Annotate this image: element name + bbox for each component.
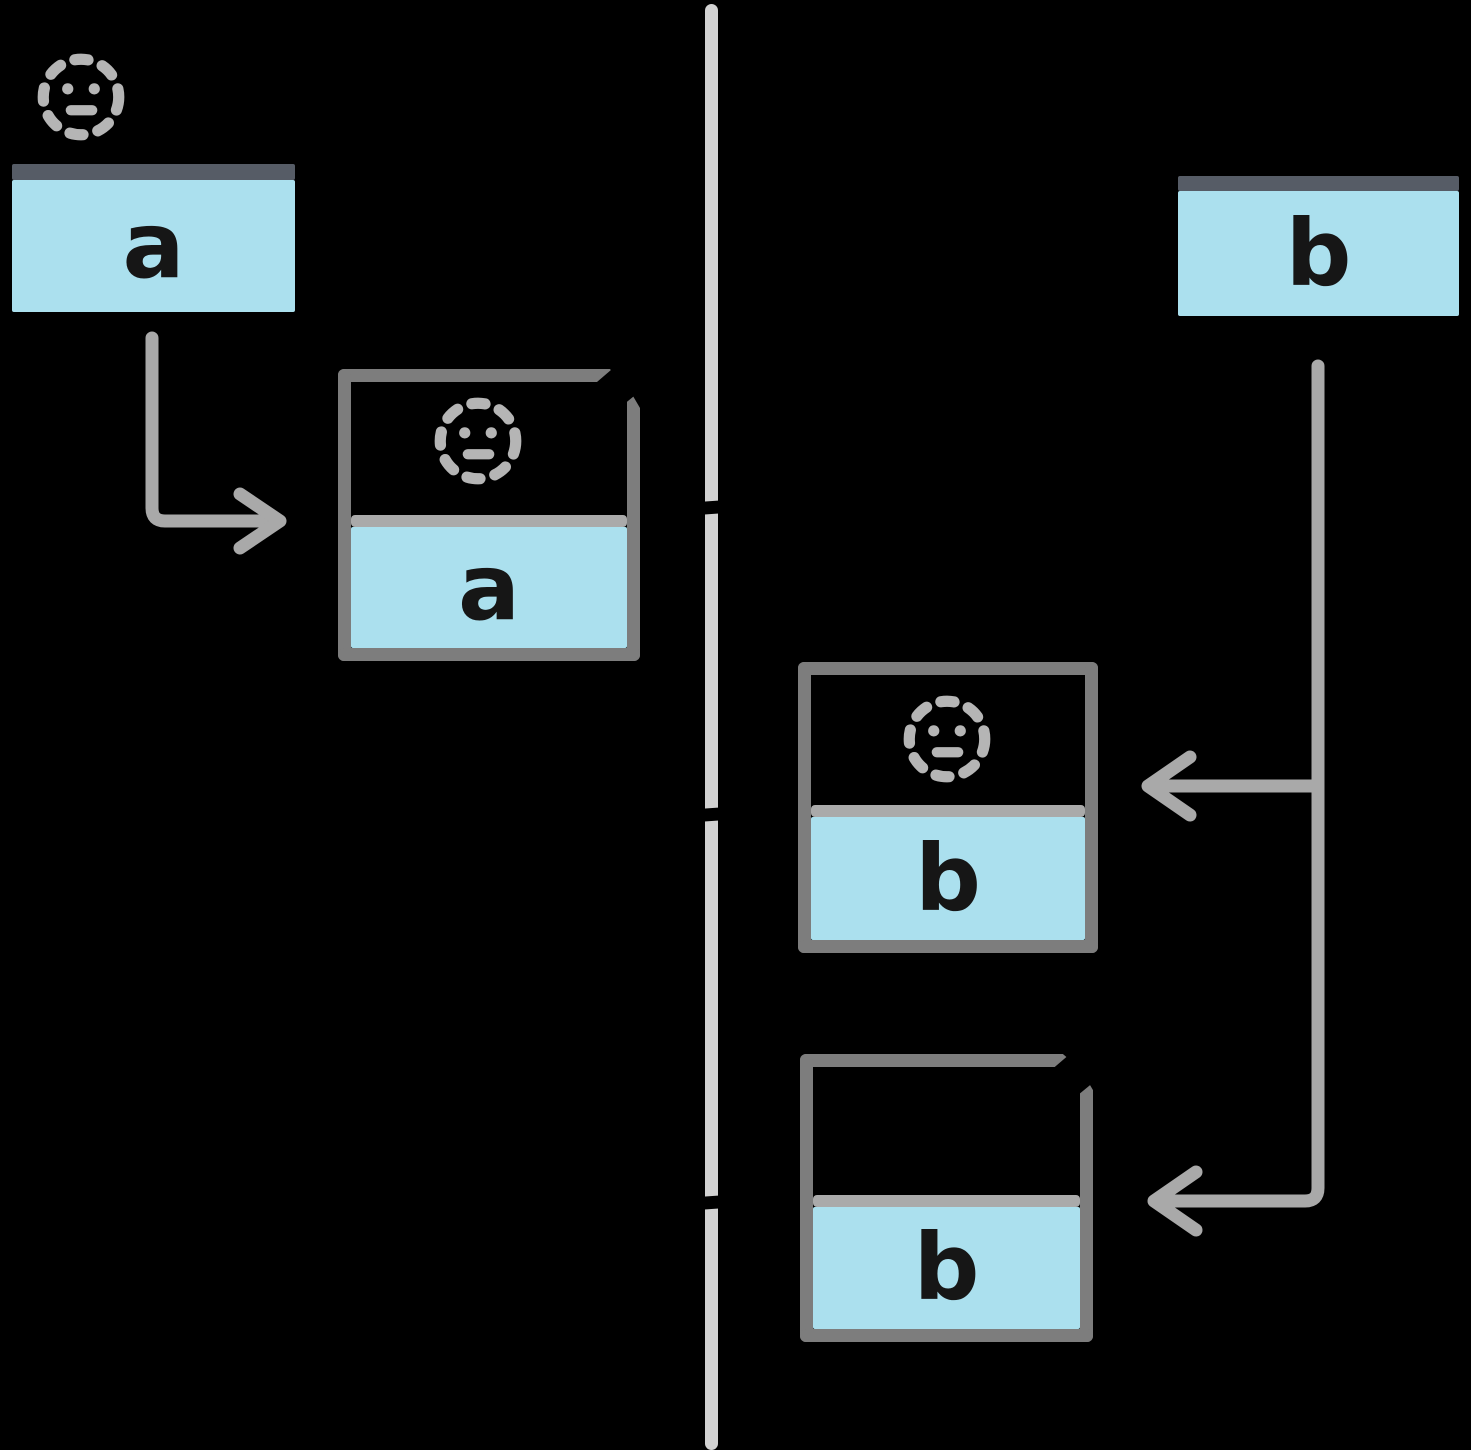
box-divider — [813, 1195, 1080, 1207]
box-border-left — [800, 1054, 813, 1342]
state-box-b-origin: b — [1178, 40, 1459, 316]
box-top-bar — [12, 164, 295, 180]
box-value-area: b — [1178, 191, 1459, 316]
arrow-a-origin-to-copy — [145, 331, 269, 528]
box-value-area: b — [813, 1207, 1080, 1329]
box-value-area: a — [351, 527, 627, 648]
box-border-right — [1080, 1054, 1093, 1342]
box-border-top — [338, 369, 640, 382]
box-border-left — [338, 369, 351, 661]
box-border-right — [627, 369, 640, 661]
burst-icon — [1045, 1004, 1148, 1110]
state-box-b-copy-1: b — [798, 662, 1098, 953]
box-letter: a — [457, 533, 521, 641]
box-divider — [351, 515, 627, 527]
box-value-area: b — [811, 817, 1085, 940]
box-border-top — [798, 662, 1098, 675]
box-border-right — [1085, 662, 1098, 953]
box-value-area: a — [12, 180, 295, 312]
box-border-top — [800, 1054, 1093, 1067]
dotted-smiley-icon — [434, 397, 522, 485]
box-border-bottom — [798, 940, 1098, 953]
dotted-smiley-icon — [37, 53, 125, 141]
box-letter: b — [913, 1214, 980, 1321]
box-letter: b — [915, 824, 981, 932]
burst-icon — [591, 320, 688, 420]
circle-icon — [906, 1086, 994, 1174]
arrow-b-origin-trunk — [1161, 359, 1325, 1208]
timeline-line — [705, 4, 718, 1450]
box-top-bar — [1178, 176, 1459, 191]
box-header-area — [12, 6, 295, 164]
arrow-a-head — [233, 487, 287, 555]
box-letter: a — [122, 192, 185, 299]
box-divider — [811, 805, 1085, 817]
arrow-b-head-1 — [1141, 750, 1197, 822]
arrow-b-head-2 — [1147, 1165, 1203, 1237]
state-box-a-origin: a — [12, 6, 295, 312]
box-border-left — [798, 662, 811, 953]
box-border-bottom — [338, 648, 640, 661]
box-header-area — [1178, 40, 1459, 176]
dotted-smiley-icon — [903, 695, 991, 783]
box-border-bottom — [800, 1329, 1093, 1342]
box-letter: b — [1285, 199, 1352, 307]
state-box-a-copy: a — [338, 369, 640, 661]
